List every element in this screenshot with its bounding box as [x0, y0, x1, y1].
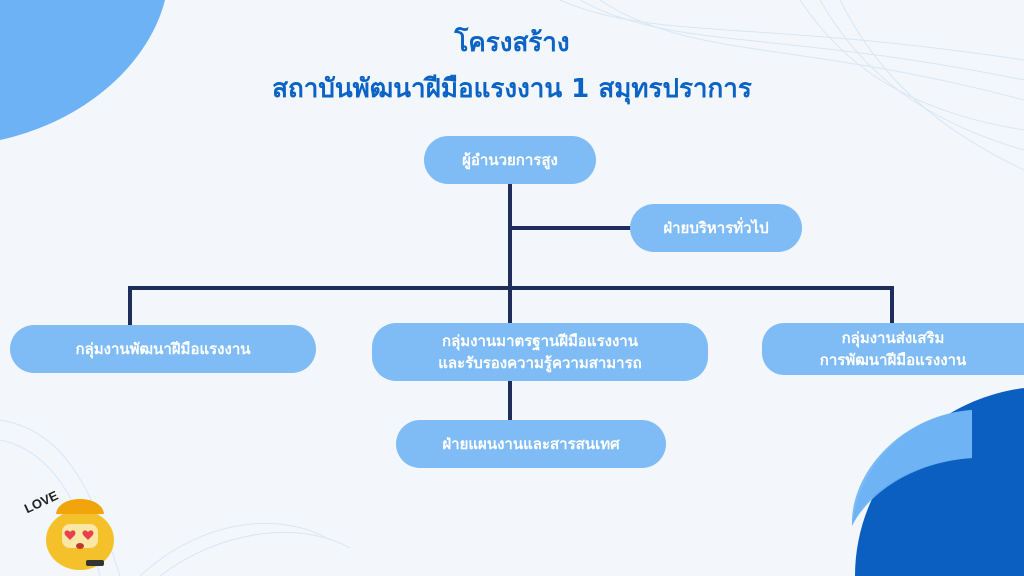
node-standards-label-1: กลุ่มงานมาตรฐานฝีมือแรงงาน [442, 332, 638, 350]
corner-quarter-light-fill [851, 410, 972, 526]
node-planning: ฝ่ายแผนงานและสารสนเทศ [396, 420, 666, 468]
node-dev-group: กลุ่มงานพัฒนาฝีมือแรงงาน [10, 325, 316, 373]
heart-eye-right-icon [82, 530, 94, 540]
node-promotion-label-2: การพัฒนาฝีมือแรงงาน [819, 351, 967, 369]
node-standards: กลุ่มงานมาตรฐานฝีมือแรงงาน และรับรองความ… [372, 323, 708, 381]
node-promotion-label-1: กลุ่มงานส่งเสริม [841, 329, 945, 347]
title-line-1: โครงสร้าง [454, 28, 570, 58]
mascot-illustration: LOVE [22, 488, 114, 570]
node-promotion: กลุ่มงานส่งเสริม การพัฒนาฝีมือแรงงาน [762, 323, 1024, 375]
title-line-2: สถาบันพัฒนาฝีมือแรงงาน 1 สมุทรปราการ [272, 74, 752, 104]
node-director: ผู้อำนวยการสูง [424, 136, 596, 184]
node-director-label: ผู้อำนวยการสูง [462, 151, 558, 169]
wave-lines-top-right [559, 0, 1024, 171]
node-admin-label: ฝ่ายบริหารทั่วไป [663, 219, 769, 237]
mascot-love-text: LOVE [22, 488, 61, 517]
node-admin: ฝ่ายบริหารทั่วไป [630, 204, 802, 252]
node-planning-label: ฝ่ายแผนงานและสารสนเทศ [442, 435, 620, 453]
corner-quarter-dark [855, 388, 1024, 576]
corner-blob-top-left [0, 0, 165, 140]
heart-eye-left-icon [64, 530, 76, 540]
node-dev-group-label: กลุ่มงานพัฒนาฝีมือแรงงาน [75, 340, 251, 358]
node-standards-label-2: และรับรองความรู้ความสามารถ [438, 354, 642, 372]
